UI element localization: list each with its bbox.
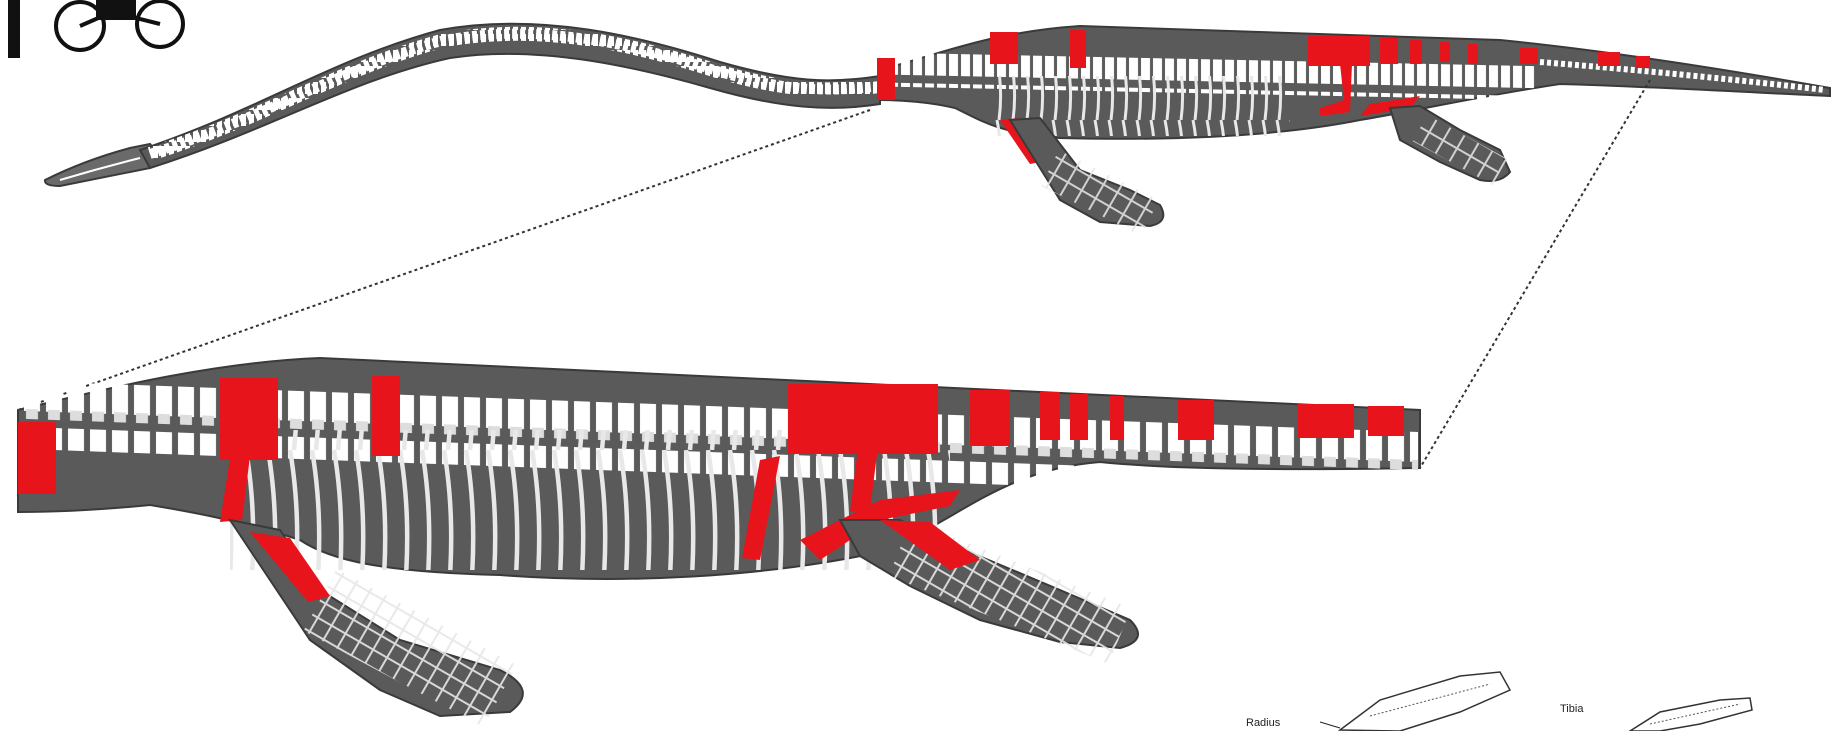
limb-inset-radius: Radius xyxy=(1246,672,1510,731)
trunk-enlarged-view xyxy=(18,358,1420,716)
cyclist-icon xyxy=(56,0,183,50)
radius-label: Radius xyxy=(1246,717,1281,729)
limb-inset-tibia: Tibia xyxy=(1560,698,1752,731)
full-skeleton-overview xyxy=(45,24,1830,226)
silhouette-scale-icon xyxy=(8,0,20,58)
scale-icon-group xyxy=(8,0,183,58)
tibia-label: Tibia xyxy=(1560,703,1584,715)
neck xyxy=(140,24,880,168)
